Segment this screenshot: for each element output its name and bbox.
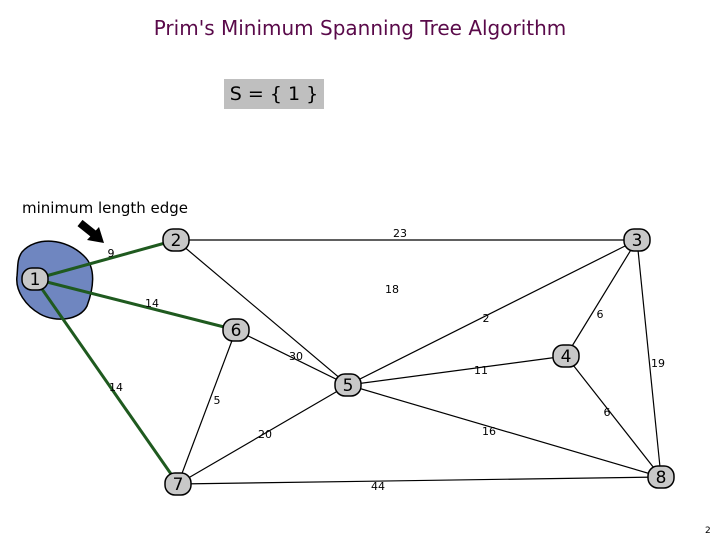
edge-1-7 xyxy=(33,278,180,485)
edge-weight-6-7: 5 xyxy=(214,394,221,407)
edge-1-6 xyxy=(34,277,237,332)
edge-weight-3-5: 2 xyxy=(483,312,490,325)
edge-weight-1-2: 9 xyxy=(108,247,115,260)
edge-weight-6-5: 30 xyxy=(289,350,303,363)
edge-1-2 xyxy=(34,238,177,281)
edge-4-8 xyxy=(565,355,662,478)
edge-weight-2-3: 23 xyxy=(393,227,407,240)
node-label: 1 xyxy=(30,270,41,290)
node-shape xyxy=(623,228,651,252)
node-shape xyxy=(162,228,190,252)
edge-3-5 xyxy=(347,239,638,386)
edge-3-8 xyxy=(636,239,662,478)
edge-weight-5-8: 16 xyxy=(482,425,496,438)
edge-weight-3-4: 6 xyxy=(597,308,604,321)
node-shape xyxy=(164,472,192,496)
edge-2-5 xyxy=(175,239,349,386)
node-label: 6 xyxy=(231,321,242,341)
node-7: 7 xyxy=(164,472,192,496)
node-4: 4 xyxy=(552,344,580,368)
node-label: 7 xyxy=(173,475,184,495)
edge-weight-3-8: 19 xyxy=(651,357,665,370)
set-s-blob xyxy=(16,240,94,320)
edge-5-7 xyxy=(177,384,349,485)
edges-layer xyxy=(33,238,662,485)
node-3: 3 xyxy=(623,228,651,252)
edge-weight-5-7: 20 xyxy=(258,428,272,441)
edge-weight-2-5: 18 xyxy=(385,283,399,296)
edge-5-4 xyxy=(347,355,567,386)
node-shape xyxy=(21,267,49,291)
node-label: 3 xyxy=(632,231,643,251)
node-shape xyxy=(647,465,675,489)
node-shape xyxy=(222,318,250,342)
edge-weight-1-7: 14 xyxy=(109,381,123,394)
edge-6-7 xyxy=(177,329,237,485)
annotation-text: minimum length edge xyxy=(22,199,189,217)
edge-weight-5-4: 11 xyxy=(474,364,488,377)
node-label: 4 xyxy=(561,347,572,367)
node-label: 5 xyxy=(343,376,354,396)
node-shape xyxy=(334,373,362,397)
node-label: 8 xyxy=(656,468,667,488)
edge-7-8 xyxy=(177,476,662,485)
edge-6-5 xyxy=(235,329,349,386)
edge-weight-7-8: 44 xyxy=(371,480,385,493)
edge-3-4 xyxy=(565,239,638,357)
pointer-arrow-icon xyxy=(77,219,104,243)
node-8: 8 xyxy=(647,465,675,489)
set-label-box: S = { 1 } xyxy=(224,79,324,109)
node-label: 2 xyxy=(171,231,182,251)
node-6: 6 xyxy=(222,318,250,342)
diagram-title: Prim's Minimum Spanning Tree Algorithm xyxy=(153,16,567,40)
page-number: 2 xyxy=(705,526,711,536)
node-2: 2 xyxy=(162,228,190,252)
node-shape xyxy=(552,344,580,368)
edge-weight-1-6: 14 xyxy=(145,297,159,310)
edge-5-8 xyxy=(347,384,662,478)
edge-weight-4-8: 6 xyxy=(604,406,611,419)
node-5: 5 xyxy=(334,373,362,397)
node-1: 1 xyxy=(21,267,49,291)
